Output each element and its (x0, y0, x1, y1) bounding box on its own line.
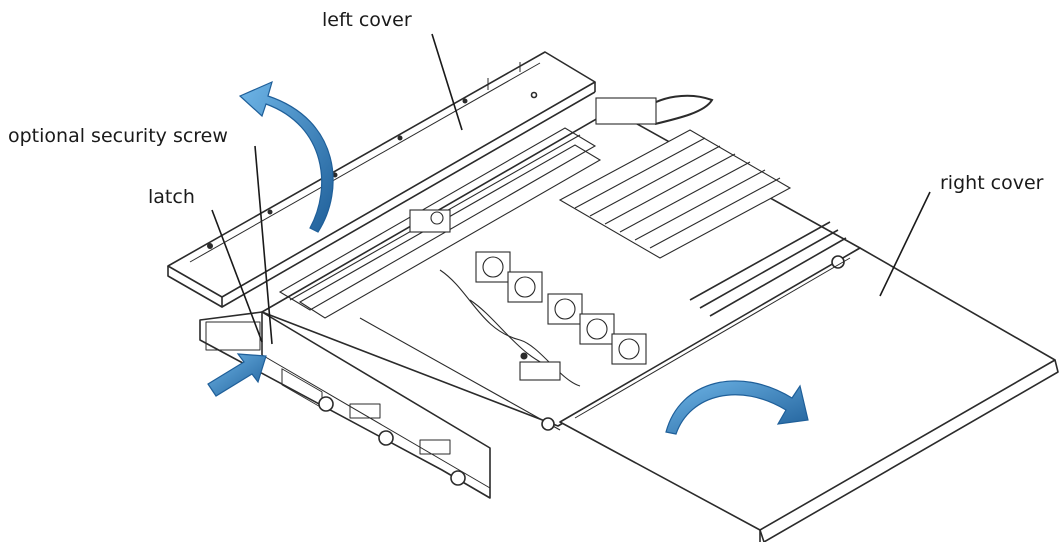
lift-arrow-icon (238, 80, 334, 233)
chassis-interior (278, 94, 847, 431)
right-cover-panel (541, 247, 1059, 543)
label-security-screw: optional security screw (8, 125, 228, 147)
leader-lines (211, 33, 931, 345)
label-right-cover: right cover (940, 172, 1044, 194)
leader-security-screw (254, 145, 273, 345)
left-cover-panel (167, 51, 596, 308)
swing-open-arrow-icon (665, 380, 809, 435)
leader-right-cover (879, 191, 931, 297)
fan-array (475, 251, 647, 365)
press-latch-arrow-icon (207, 353, 267, 397)
label-left-cover: left cover (322, 9, 412, 31)
leader-latch (211, 209, 263, 343)
label-latch: latch (148, 186, 195, 208)
leader-left-cover (431, 33, 463, 131)
